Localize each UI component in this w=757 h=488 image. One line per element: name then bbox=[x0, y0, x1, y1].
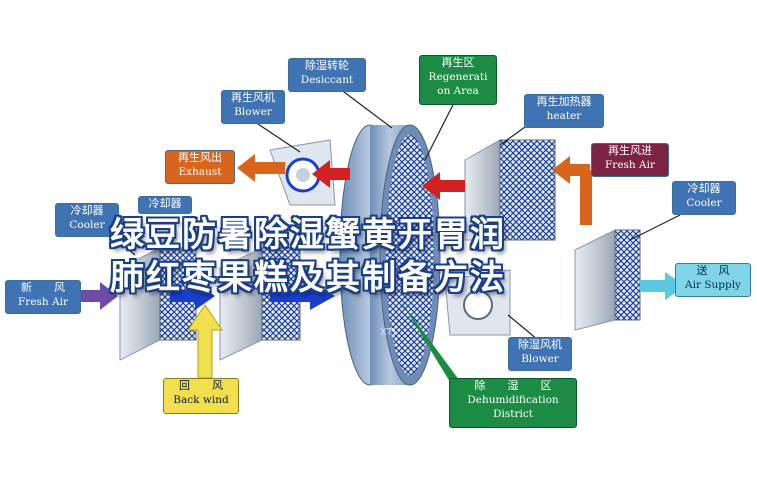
arrow-fresh-air bbox=[80, 282, 118, 310]
label-desiccant: 除湿转轮 Desiccant bbox=[288, 58, 366, 92]
label-back-wind: 回 风 Back wind bbox=[163, 378, 239, 414]
arrow-exhaust bbox=[237, 154, 285, 182]
cooler-left-unit bbox=[119, 247, 197, 361]
arrow-red-blower bbox=[312, 160, 350, 188]
label-fresh-air: 新 风 Fresh Air bbox=[5, 280, 81, 314]
filter-unit bbox=[219, 247, 301, 361]
label-cooler-left-2: 冷却器 bbox=[138, 196, 192, 214]
overlay-title-line-2: 肺红枣果糕及其制备方法 bbox=[110, 258, 506, 298]
label-regen-heater: 再生加热器 heater bbox=[524, 94, 604, 128]
regen-heater-unit bbox=[464, 139, 556, 241]
label-regen-area: 再生区 Regenerati on Area bbox=[419, 55, 497, 105]
label-dehum-blower: 除湿风机 Blower bbox=[508, 337, 572, 371]
overlay-title-line-1: 绿豆防暑除湿蟹黄开胃润 bbox=[110, 215, 506, 255]
label-regen-blower: 再生风机 Blower bbox=[221, 90, 285, 124]
label-dehum-district: 除 湿 区 Dehumidification District bbox=[449, 378, 577, 428]
arrow-regen-fresh bbox=[552, 156, 590, 184]
airflow-arrows bbox=[80, 154, 685, 379]
arrow-red-heater bbox=[422, 172, 465, 200]
leader-lines bbox=[99, 79, 681, 395]
arrow-blue-2 bbox=[270, 282, 335, 310]
desiccant-wheel bbox=[339, 124, 441, 386]
watermark-text: XTI bbox=[380, 327, 396, 338]
dehum-blower-unit bbox=[444, 269, 511, 336]
arrow-back-wind bbox=[187, 304, 223, 379]
arrow-air-supply bbox=[640, 272, 685, 300]
arrow-blue-1 bbox=[170, 282, 215, 310]
label-exhaust: 再生风出 Exhaust bbox=[165, 150, 235, 184]
label-cooler-right: 冷却器 Cooler bbox=[672, 181, 736, 215]
cooler-right-unit bbox=[574, 229, 641, 331]
label-cooler-left: 冷却器 Cooler bbox=[55, 203, 119, 237]
label-air-supply: 送 风 Air Supply bbox=[675, 263, 751, 297]
label-regen-fresh-air: 再生风进 Fresh Air bbox=[591, 143, 669, 177]
